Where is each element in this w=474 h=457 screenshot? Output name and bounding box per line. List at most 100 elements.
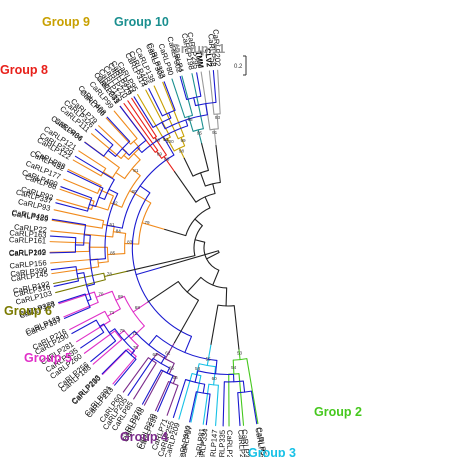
branch bbox=[137, 94, 166, 141]
branch bbox=[130, 350, 135, 356]
bootstrap-label: 72 bbox=[132, 331, 138, 336]
branch bbox=[98, 196, 106, 200]
branch bbox=[97, 261, 109, 264]
branch bbox=[66, 170, 104, 189]
branch bbox=[58, 293, 86, 304]
bootstrap-label: 60 bbox=[212, 376, 218, 381]
branch-arc bbox=[131, 192, 192, 337]
group-5-label: Group 5 bbox=[24, 351, 72, 365]
branch bbox=[127, 100, 155, 140]
branch bbox=[238, 373, 245, 426]
branch bbox=[179, 75, 188, 101]
branch bbox=[225, 287, 228, 307]
bootstrap-label: 79 bbox=[144, 220, 150, 225]
branch bbox=[112, 355, 137, 385]
branch bbox=[193, 97, 197, 107]
leaf-label: CaRLP81 bbox=[193, 428, 206, 457]
branch bbox=[67, 168, 102, 187]
bootstrap-label: 99 bbox=[180, 138, 186, 143]
branch bbox=[237, 392, 241, 427]
branch bbox=[171, 78, 186, 119]
bootstrap-label: 84 bbox=[116, 228, 122, 233]
branch bbox=[51, 219, 103, 229]
branch bbox=[99, 323, 105, 327]
branch bbox=[90, 133, 122, 160]
bootstrap-label: 91 bbox=[212, 130, 218, 135]
branch bbox=[78, 150, 107, 169]
branch bbox=[212, 70, 217, 103]
branch bbox=[164, 228, 187, 237]
branch bbox=[194, 218, 203, 227]
group-8-label: Group 8 bbox=[0, 63, 48, 77]
branch bbox=[232, 359, 235, 375]
branch bbox=[108, 328, 116, 334]
bootstrap-label: 88 bbox=[155, 138, 161, 143]
branch bbox=[74, 155, 115, 181]
branch bbox=[58, 291, 95, 305]
branch bbox=[147, 281, 179, 303]
branch bbox=[238, 348, 241, 361]
branch bbox=[197, 129, 203, 145]
branch bbox=[160, 250, 219, 269]
bootstrap-label: 82 bbox=[113, 201, 119, 206]
branch bbox=[174, 299, 200, 344]
branch bbox=[216, 113, 219, 130]
branch bbox=[56, 198, 93, 210]
branch bbox=[139, 185, 151, 194]
branch bbox=[210, 304, 219, 345]
branch bbox=[141, 222, 166, 230]
branch bbox=[217, 69, 221, 115]
branch bbox=[178, 147, 185, 159]
branch bbox=[49, 241, 90, 244]
branch bbox=[155, 150, 163, 159]
bootstrap-label: 71 bbox=[109, 310, 115, 315]
branch bbox=[160, 355, 166, 365]
group-4-label: Group 4 bbox=[120, 430, 168, 444]
branch bbox=[63, 306, 91, 319]
bootstrap-label: 89 bbox=[157, 151, 163, 156]
branch bbox=[145, 89, 171, 138]
branch bbox=[123, 154, 129, 160]
branch bbox=[102, 348, 129, 375]
branch bbox=[181, 75, 194, 116]
branch bbox=[127, 357, 154, 396]
branch bbox=[162, 136, 175, 156]
branch bbox=[183, 157, 194, 177]
branch bbox=[90, 340, 117, 362]
branch bbox=[131, 168, 141, 177]
branch bbox=[123, 330, 135, 341]
branch bbox=[162, 81, 185, 137]
branch bbox=[166, 138, 175, 152]
branch bbox=[129, 190, 152, 204]
branch bbox=[131, 97, 157, 138]
branch bbox=[246, 358, 259, 425]
branch bbox=[98, 125, 128, 153]
branch bbox=[143, 370, 164, 406]
branch bbox=[172, 379, 187, 418]
leaf-label: CaRLP399 bbox=[10, 265, 48, 278]
branch bbox=[106, 308, 121, 317]
bootstrap-label: 80 bbox=[132, 189, 138, 194]
leaf-label: CaRLP161 bbox=[9, 235, 46, 245]
branch bbox=[53, 209, 105, 222]
bootstrap-label: 98 bbox=[179, 149, 185, 154]
branch bbox=[76, 272, 85, 275]
branch bbox=[55, 202, 89, 212]
branch bbox=[115, 295, 125, 301]
leaf-label: CaRLP224 bbox=[236, 429, 247, 457]
branch bbox=[112, 231, 127, 235]
branch bbox=[119, 105, 147, 141]
branch bbox=[50, 230, 114, 238]
branch bbox=[191, 73, 204, 130]
scale-bar-label: 0.2 bbox=[234, 64, 243, 70]
branch bbox=[206, 343, 212, 367]
branch bbox=[202, 383, 206, 394]
leaf-label: TMM bbox=[194, 50, 206, 68]
branch bbox=[133, 153, 141, 161]
branch bbox=[199, 172, 206, 187]
branch bbox=[55, 279, 106, 294]
branch bbox=[76, 320, 111, 343]
branch bbox=[166, 367, 171, 374]
scale-bar: 0.2 bbox=[234, 55, 247, 76]
